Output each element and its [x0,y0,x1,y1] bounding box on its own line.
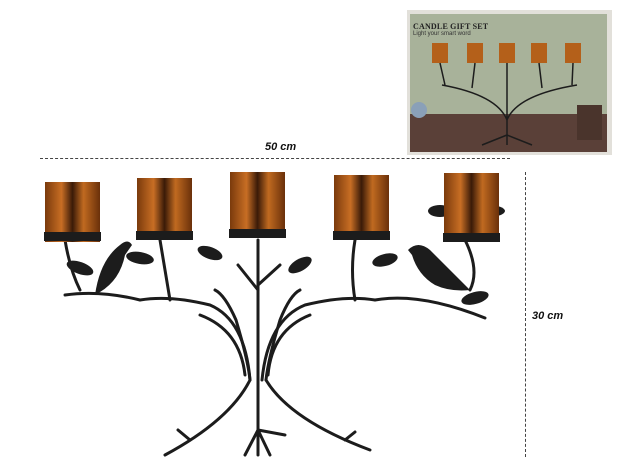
width-dimension-line [40,158,510,159]
left-bird [95,241,132,295]
width-label: 50 cm [265,141,297,153]
candle-cup [229,172,286,238]
birds [95,241,470,295]
height-dimension-line [525,172,526,457]
box-subtitle: Light your smart word [413,31,471,37]
candelabra-stand [63,238,487,457]
height-label: 30 cm [532,310,564,322]
candle-cups [44,172,500,242]
right-bird [408,245,470,291]
candle-cup [136,178,193,240]
candle-cup [44,182,101,242]
candle-cup [443,173,500,242]
candle-cup [333,175,390,240]
gift-box-photo [407,10,612,155]
box-title: CANDLE GIFT SET [413,22,489,31]
